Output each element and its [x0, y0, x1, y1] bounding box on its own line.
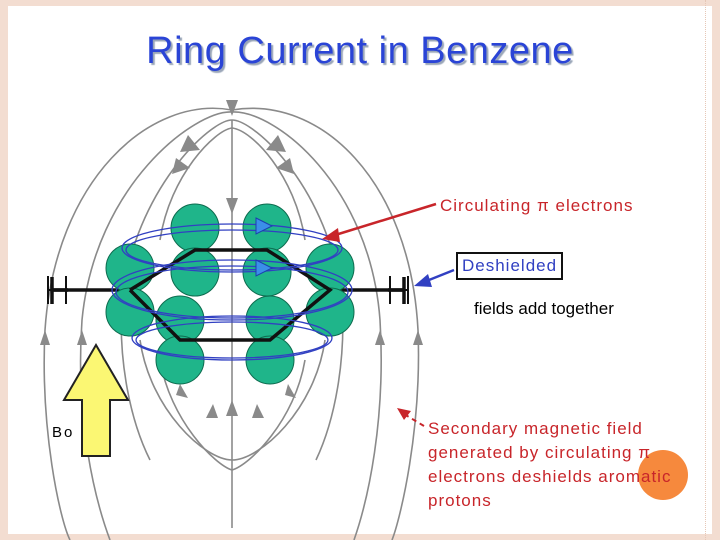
circulating-electrons-label: Circulating π electrons [440, 196, 634, 215]
ring-current-loops [111, 223, 353, 361]
b0-label: Bo [52, 424, 75, 441]
fields-add-label: fields add together [474, 299, 614, 318]
current-direction-arrows [255, 217, 274, 277]
slide-edge-line [705, 0, 706, 540]
b0-field-arrow [62, 343, 130, 457]
hydrogen-symbols [47, 276, 409, 304]
deshielded-pointer-arrow [414, 268, 455, 287]
deshielded-label: Deshielded [456, 252, 564, 280]
secondary-pointer-arrow [397, 408, 425, 427]
secondary-field-label: Secondary magnetic field generated by ci… [428, 419, 672, 510]
highlight-dot [638, 450, 688, 500]
p-orbitals [105, 203, 355, 385]
slide-title: Ring Current in Benzene [146, 30, 574, 72]
circulating-pointer-arrow [322, 202, 437, 242]
field-lines [43, 107, 420, 540]
benzene-ring [128, 248, 333, 342]
